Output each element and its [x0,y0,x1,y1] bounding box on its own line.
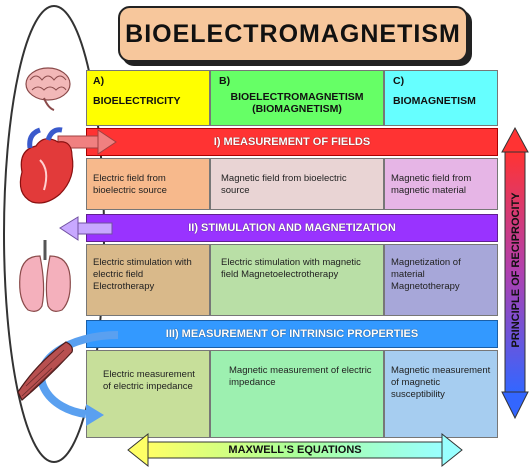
column-header-a: A) BIOELECTRICITY [86,70,210,126]
column-label-b: BIOELECTROMAGNETISM (BIOMAGNETISM) [230,91,364,115]
cell-intrinsic-b: Magnetic measurement of electric impedan… [210,350,384,438]
row-label-intrinsic: III) MEASUREMENT OF INTRINSIC PROPERTIES [165,328,419,340]
cell-intrinsic-c: Magnetic measurement of magnetic suscept… [384,350,498,438]
cell-stimulation-c: Magnetization of material Magnetotherapy [384,244,498,316]
column-letter-b: B) [219,75,231,87]
column-label-c: BIOMAGNETISM [393,95,476,107]
reciprocity-label: PRINCIPLE OF RECIPROCITY [510,192,522,348]
cell-fields-b: Magnetic field from bioelectric source [210,158,384,210]
page-title: BIOELECTROMAGNETISM [118,6,468,62]
cell-stimulation-a: Electric stimulation with electric field… [86,244,210,316]
column-header-c: C) BIOMAGNETISM [384,70,498,126]
column-letter-c: C) [393,75,405,87]
cell-fields-a: Electric field from bioelectric source [86,158,210,210]
row-band-intrinsic: III) MEASUREMENT OF INTRINSIC PROPERTIES [86,320,498,348]
cell-fields-c: Magnetic field from magnetic material [384,158,498,210]
cell-stimulation-b: Electric stimulation with magnetic field… [210,244,384,316]
row-band-fields: I) MEASUREMENT OF FIELDS [86,128,498,156]
cell-intrinsic-a: Electric measurement of electric impedan… [86,350,210,438]
row-band-stimulation: II) STIMULATION AND MAGNETIZATION [86,214,498,242]
column-header-b: B) BIOELECTROMAGNETISM (BIOMAGNETISM) [210,70,384,126]
row-label-fields: I) MEASUREMENT OF FIELDS [213,136,371,148]
row-label-stimulation: II) STIMULATION AND MAGNETIZATION [188,222,396,234]
maxwell-label: MAXWELL'S EQUATIONS [228,444,362,456]
column-letter-a: A) [93,75,105,87]
column-label-a: BIOELECTRICITY [93,95,181,107]
